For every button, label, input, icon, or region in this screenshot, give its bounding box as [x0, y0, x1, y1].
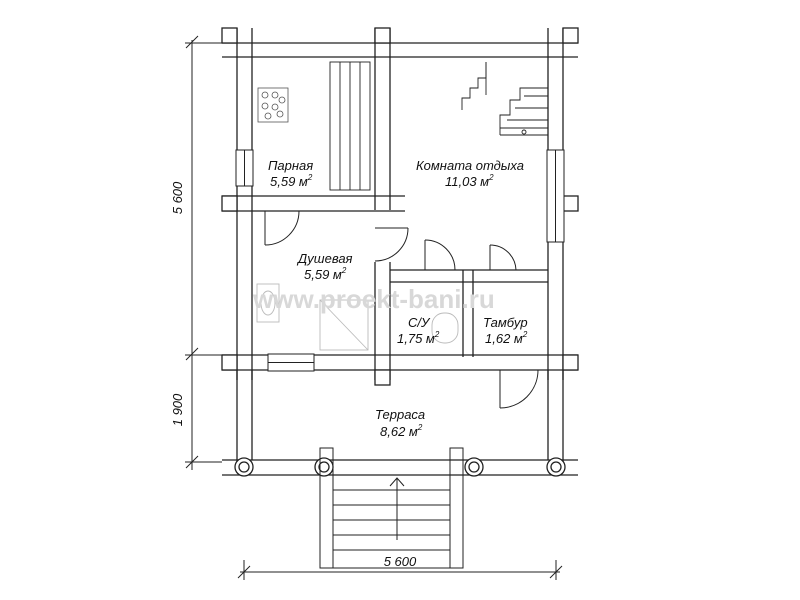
- room-label-tambur: Тамбур 1,62 м2: [483, 315, 528, 346]
- room-label-dushevaya: Душевая 5,59 м2: [296, 251, 353, 282]
- stove-icon: [257, 87, 289, 123]
- room-area: 5,59 м2: [270, 173, 313, 189]
- room-area: 5,59 м2: [304, 266, 347, 282]
- room-name: С/У: [408, 315, 431, 330]
- terrace-posts: [234, 457, 566, 477]
- dimension-left-upper: 5 600: [170, 181, 185, 214]
- room-area: 8,62 м2: [380, 423, 423, 439]
- dimension-lines: [185, 35, 563, 580]
- dimension-bottom: 5 600: [384, 554, 417, 569]
- room-area: 11,03 м2: [445, 173, 494, 189]
- windows: [235, 149, 565, 372]
- room-name: Тамбур: [483, 315, 528, 330]
- room-label-komnata: Комната отдыха 11,03 м2: [416, 158, 524, 189]
- bathroom-fixtures: [256, 283, 459, 351]
- room-name: Терраса: [375, 407, 425, 422]
- room-name: Душевая: [296, 251, 353, 266]
- terrace-steps: [319, 447, 464, 569]
- room-label-terrasa: Терраса 8,62 м2: [375, 407, 425, 439]
- doors: [264, 210, 539, 409]
- room-name: Парная: [268, 158, 313, 173]
- sauna-bench: [329, 61, 371, 191]
- room-label-parnaya: Парная 5,59 м2: [268, 158, 313, 189]
- watermark-text: www.proekt-bani.ru: [252, 284, 495, 314]
- room-name: Комната отдыха: [416, 158, 524, 173]
- dimension-left-lower: 1 900: [170, 393, 185, 426]
- room-label-su: С/У 1,75 м2: [397, 315, 440, 346]
- room-area: 1,62 м2: [485, 330, 528, 346]
- stairs: [461, 62, 548, 136]
- room-area: 1,75 м2: [397, 330, 440, 346]
